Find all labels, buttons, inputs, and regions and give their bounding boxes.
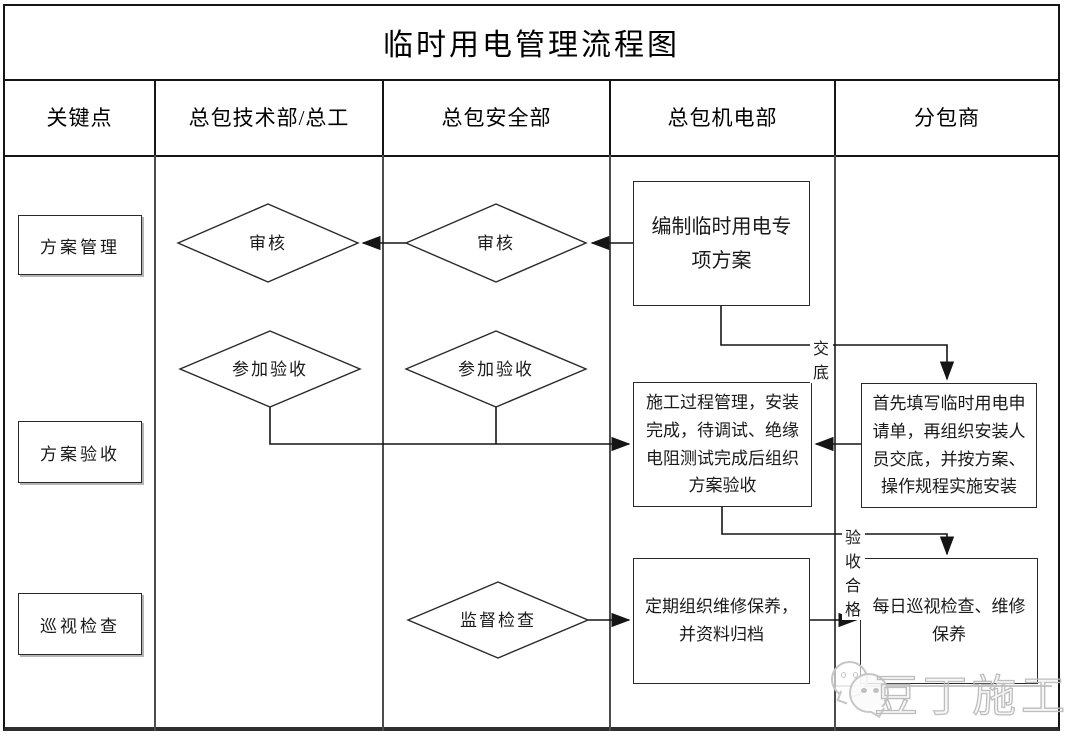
header-divider-1 bbox=[154, 79, 156, 155]
process-daily-inspection: 每日巡视检查、维修 保养 bbox=[860, 558, 1038, 684]
keypoint-plan-acceptance: 方案验收 bbox=[18, 421, 142, 483]
decision-accept-safety-label: 参加验收 bbox=[458, 360, 534, 379]
process-periodic-maintenance: 定期组织维修保养， 并资料归档 bbox=[633, 558, 810, 684]
watermark-line bbox=[836, 685, 1052, 687]
decision-review-safety bbox=[404, 203, 588, 283]
edge-label-acceptance-pass: 验收合格 bbox=[842, 524, 866, 620]
keypoint-patrol-inspection: 巡视检查 bbox=[18, 593, 142, 655]
lane-header-keypoint: 关键点 bbox=[46, 106, 113, 130]
decision-accept-tech-label: 参加验收 bbox=[232, 360, 308, 379]
lane-divider-1 bbox=[154, 155, 156, 731]
edge-label-handover: 交底 bbox=[810, 335, 834, 383]
connector-accept-to-process bbox=[269, 407, 631, 452]
lane-divider-4 bbox=[834, 155, 836, 731]
process-construction-management: 施工过程管理，安装 完成，待调试、绝缘 电阻测试完成后组织 方案验收 bbox=[633, 382, 812, 507]
lane-header-tech-dept: 总包技术部/总工 bbox=[188, 106, 350, 130]
page-title: 临时用电管理流程图 bbox=[383, 28, 680, 62]
title-separator bbox=[3, 79, 1060, 81]
lane-divider-3 bbox=[609, 155, 611, 731]
header-divider-2 bbox=[382, 79, 384, 155]
process-compile-plan: 编制临时用电专 项方案 bbox=[633, 181, 810, 306]
decision-review-tech-label: 审核 bbox=[249, 234, 287, 253]
watermark-text: 豆丁施工 bbox=[873, 671, 1066, 721]
process-apply-install: 首先填写临时用电申 请单，再组织安装人 员交底，并按方案、 操作规程实施安装 bbox=[861, 383, 1037, 508]
connector-process-to-daily-pass bbox=[721, 507, 955, 556]
lane-header-mep-dept: 总包机电部 bbox=[667, 106, 778, 130]
connector-compile-to-apply-handover bbox=[720, 306, 955, 381]
lane-header-subcontractor: 分包商 bbox=[914, 106, 980, 130]
outer-border bbox=[3, 4, 1060, 731]
decision-review-tech bbox=[176, 203, 360, 283]
decision-supervise bbox=[406, 581, 590, 659]
lane-header-safety-dept: 总包安全部 bbox=[441, 106, 552, 130]
decision-accept-safety bbox=[404, 330, 588, 408]
header-separator bbox=[3, 155, 1060, 157]
decision-accept-tech bbox=[178, 330, 362, 408]
header-divider-3 bbox=[609, 79, 611, 155]
decision-supervise-label: 监督检查 bbox=[460, 611, 536, 630]
decision-review-safety-label: 审核 bbox=[477, 234, 515, 253]
keypoint-plan-management: 方案管理 bbox=[18, 215, 142, 275]
lane-divider-2 bbox=[382, 155, 384, 731]
header-divider-4 bbox=[834, 79, 836, 155]
